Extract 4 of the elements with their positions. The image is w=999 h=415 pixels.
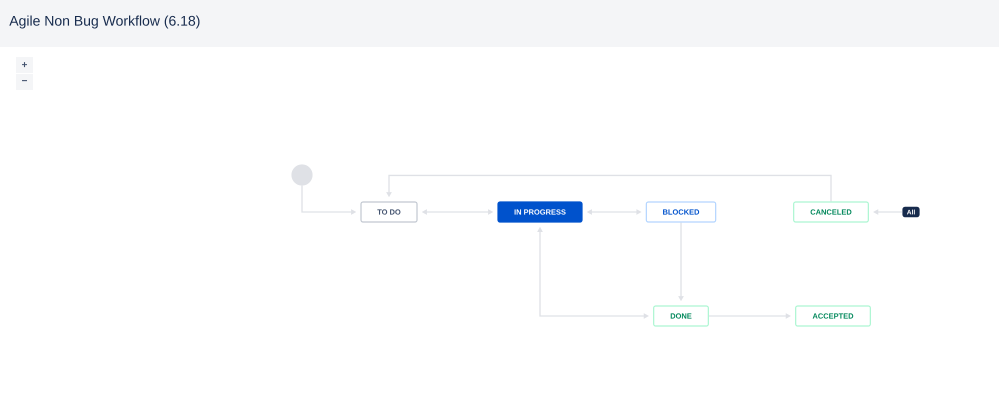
zoom-button: + — [16, 57, 33, 73]
title: Agile Non Bug Workflow (6.18) — [9, 15, 200, 29]
zoom-button: − — [16, 74, 33, 90]
start-circle — [291, 164, 313, 186]
